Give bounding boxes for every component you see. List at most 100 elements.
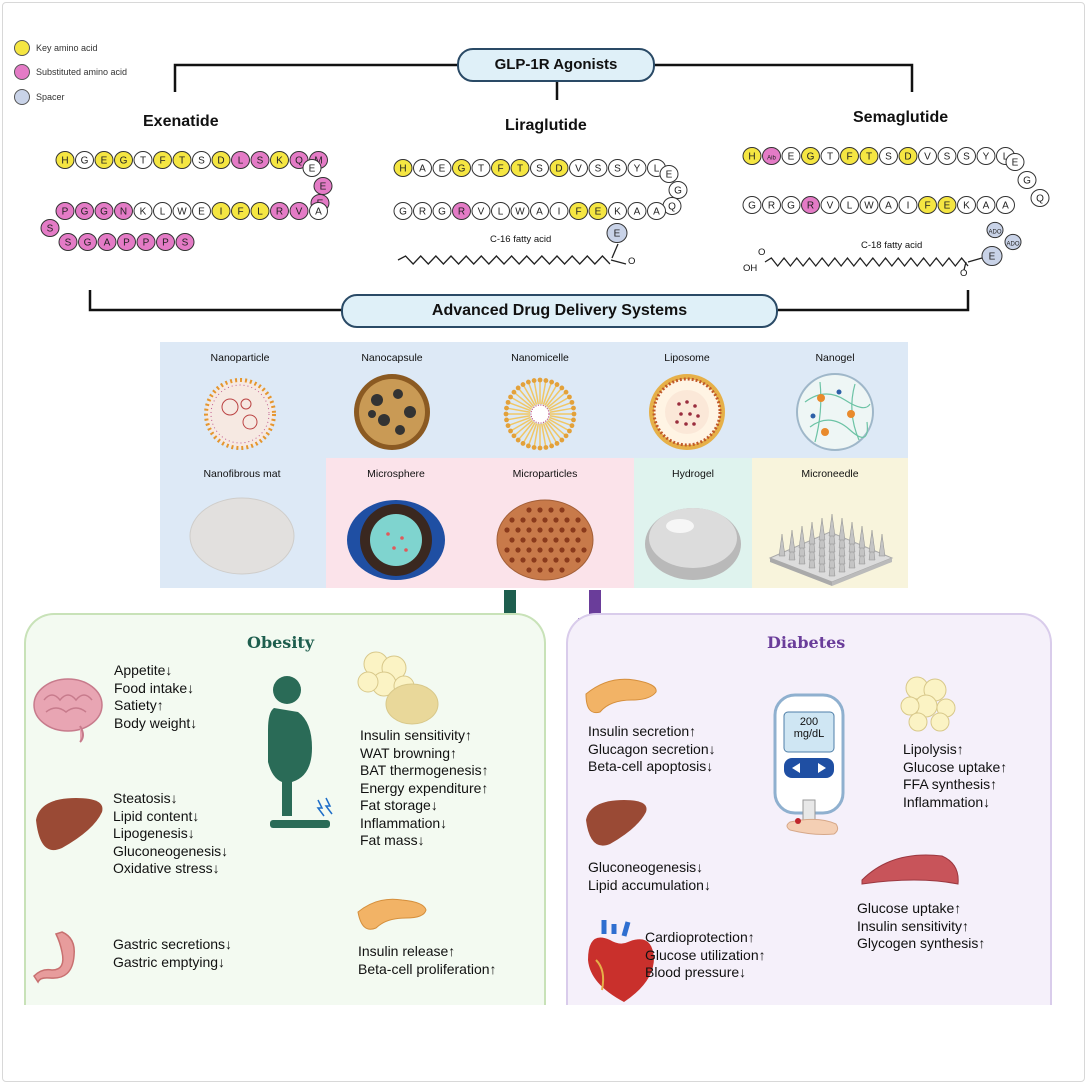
microparticles-icon xyxy=(496,499,594,581)
diabetes-title: Diabetes xyxy=(767,633,846,652)
amino-acid-bead: S xyxy=(957,146,976,166)
amino-acid-letter: F xyxy=(575,207,581,218)
delivery-microparticles: Microparticles xyxy=(485,458,605,588)
micelle-head xyxy=(567,428,572,434)
microneedle-icon xyxy=(768,513,894,586)
micelle-head xyxy=(569,399,575,405)
microneedle-spike xyxy=(878,533,886,557)
diabetes-pancreas-effects: Insulin secretion↑ Glucagon secretion↓ B… xyxy=(588,723,716,776)
microparticle-pore xyxy=(515,527,521,533)
amino-acid-bead: S xyxy=(40,218,60,238)
effect: Satiety↑ xyxy=(114,697,164,713)
microparticle-pore xyxy=(542,517,548,523)
microparticle-pore xyxy=(542,537,548,543)
amino-acid-bead: K xyxy=(270,150,289,170)
micelle-tail xyxy=(508,407,531,414)
amino-acid-bead: Q xyxy=(662,196,682,216)
amino-acid-bead: L xyxy=(231,150,250,170)
amino-acid-letter: K xyxy=(614,207,621,218)
amino-acid-bead: F xyxy=(231,201,250,221)
nanoparticle-icon xyxy=(204,378,276,450)
legend-spacer: Spacer xyxy=(14,89,65,105)
diabetes-muscle-effects: Glucose uptake↑ Insulin sensitivity↑ Gly… xyxy=(857,900,985,953)
micelle-head xyxy=(531,445,537,450)
microparticle-pore xyxy=(531,517,537,523)
amino-acid-bead: G xyxy=(1017,170,1037,190)
amino-acid-letter: I xyxy=(220,207,223,218)
microparticle-pore xyxy=(559,507,565,513)
amino-acid-bead: F xyxy=(491,158,510,178)
microparticle-pore xyxy=(537,507,543,513)
effect: Beta-cell proliferation↑ xyxy=(358,960,497,977)
amino-acid-bead: R xyxy=(452,201,471,221)
amino-acid-letter: A xyxy=(104,238,111,249)
diabetes-liver-effects: Gluconeogenesis↓ Lipid accumulation↓ xyxy=(588,859,711,894)
amino-acid-bead: E xyxy=(659,164,679,184)
micelle-head xyxy=(531,378,537,383)
amino-acid-bead: E xyxy=(781,146,801,166)
amino-acid-letter: M xyxy=(314,156,322,167)
amino-acid-bead: T xyxy=(471,158,491,178)
delivery-label: Microparticles xyxy=(512,468,578,480)
micelle-head xyxy=(567,394,572,400)
amino-acid-letter: T xyxy=(140,156,146,167)
liraglutide-carbonyl-o: O xyxy=(628,256,636,267)
effect: Beta-cell apoptosis↓ xyxy=(588,758,714,774)
microparticle-pore xyxy=(520,537,526,543)
microparticle-pore xyxy=(504,527,510,533)
microparticle-pore xyxy=(553,537,559,543)
delivery-hydrogel: Hydrogel xyxy=(634,458,752,588)
effect: Insulin sensitivity↑ xyxy=(360,727,473,743)
micelle-head xyxy=(537,377,543,383)
amino-acid-bead: V xyxy=(471,201,491,221)
amino-acid-letter: T xyxy=(827,152,833,163)
delivery-nanogel: Nanogel xyxy=(775,342,895,458)
amino-acid-bead: K xyxy=(608,201,627,221)
amino-acid-bead: L xyxy=(250,201,270,221)
effect: Glucose utilization↑ xyxy=(645,946,766,963)
amino-acid-letter: F xyxy=(924,201,930,212)
amino-acid-bead: P xyxy=(156,232,175,252)
delivery-label: Nanogel xyxy=(815,352,855,364)
amino-acid-bead: N xyxy=(114,201,133,221)
amino-acid-bead: H xyxy=(742,146,762,166)
legend-label: Key amino acid xyxy=(36,43,98,53)
obesity-title: Obesity xyxy=(247,633,315,652)
amino-acid-bead: P xyxy=(55,201,75,221)
micelle-core xyxy=(530,404,550,424)
semaglutide-acid-oh: OH xyxy=(743,263,758,274)
amino-acid-bead: S xyxy=(530,158,549,178)
nanogel-icon xyxy=(796,373,874,451)
amino-acid-letter: T xyxy=(478,164,484,175)
amino-acid-bead: A xyxy=(627,201,647,221)
liraglutide-title: Liraglutide xyxy=(505,117,587,134)
amino-acid-bead: G xyxy=(668,180,688,200)
semaglutide-fatty-acid-label: C-18 fatty acid xyxy=(861,240,923,251)
obesity-pancreas-effects: Insulin release↑ Beta-cell proliferation… xyxy=(358,943,497,978)
effect: Steatosis↓ xyxy=(113,790,178,806)
glucose-meter-icon xyxy=(773,693,845,825)
amino-acid-letter: E xyxy=(439,164,446,175)
amino-acid-bead: G xyxy=(75,201,94,221)
amino-acid-letter: G xyxy=(120,156,128,167)
hydrogel-icon xyxy=(645,508,741,580)
amino-acid-letter: N xyxy=(120,207,127,218)
amino-acid-bead: Y xyxy=(627,158,647,178)
liver-icon xyxy=(36,798,103,851)
amino-acid-letter: E xyxy=(989,252,996,263)
micelle-tail xyxy=(518,421,535,439)
amino-acid-bead: R xyxy=(270,201,289,221)
c16-fatty-acid-chain xyxy=(397,255,611,265)
amino-acid-bead: H xyxy=(55,150,75,170)
effect: Glycogen synthesis↑ xyxy=(857,935,986,951)
micelle-head xyxy=(563,389,569,395)
adipose-tissue-icon xyxy=(357,651,439,725)
effect: Gluconeogenesis↓ xyxy=(588,859,704,875)
microparticle-pore xyxy=(531,557,537,563)
microparticle-pore xyxy=(575,517,581,523)
delivery-liposome: Liposome xyxy=(627,342,747,458)
amino-acid-bead: F xyxy=(918,195,937,215)
delivery-title: Advanced Drug Delivery Systems xyxy=(341,294,778,328)
